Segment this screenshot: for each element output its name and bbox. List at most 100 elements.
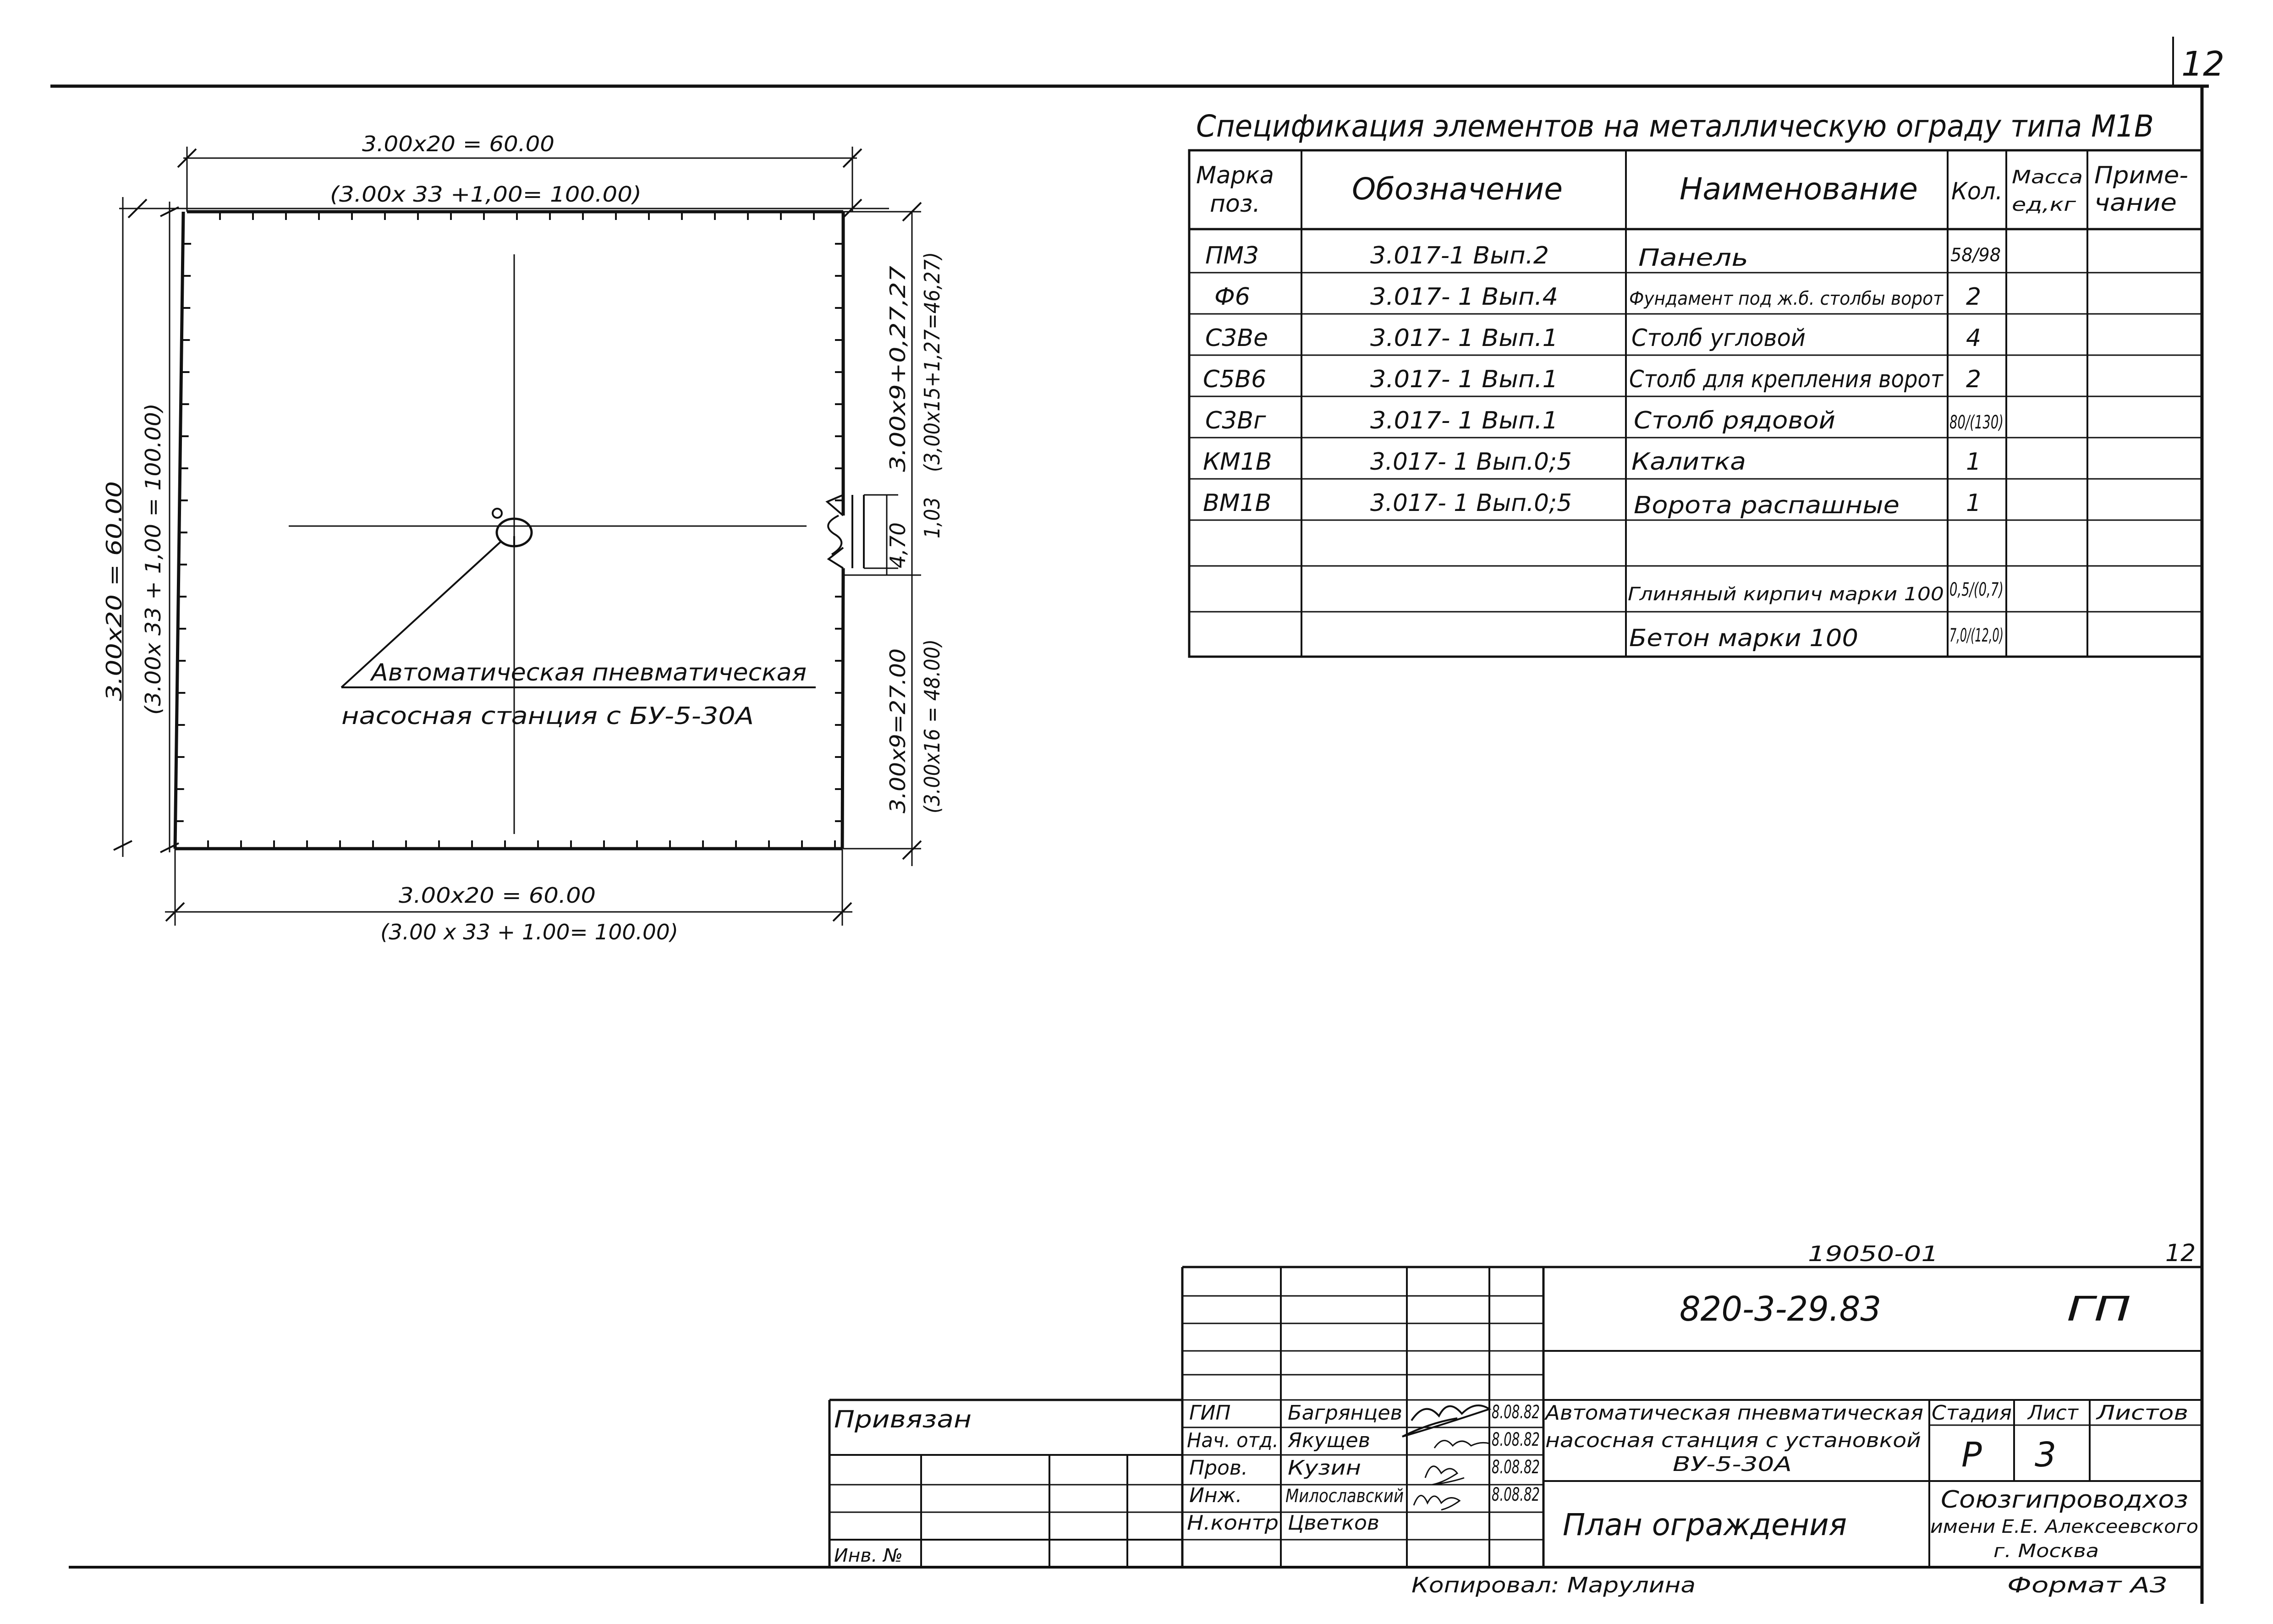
spec-title: Спецификация элементов на металлическую …: [1196, 109, 2154, 144]
hdr-mass-2: ед,кг: [2012, 194, 2076, 215]
spec-row-designation: 3.017- 1 Вып.4: [1370, 283, 1558, 311]
spec-row-qty: 2: [1966, 366, 1981, 393]
sheet-frame: 12: [50, 37, 2224, 1604]
signature-row: ГИП Багрянцев 8.08.82: [1189, 1401, 1540, 1425]
spec-row-name: Калитка: [1631, 448, 1746, 476]
spec-row-qty: 7,0/(12,0): [1949, 625, 2004, 646]
archive-number: 19050-01: [1808, 1241, 1938, 1266]
spec-row-name: Панель: [1638, 244, 1748, 272]
signature-row: Нач. отд. Якущев 8.08.82: [1187, 1429, 1540, 1452]
object-name-line1: Автоматическая пневматическая: [1544, 1401, 1923, 1425]
drawing-code: 820-3-29.83: [1680, 1289, 1881, 1329]
role: Пров.: [1189, 1456, 1248, 1480]
spec-row-designation: 3.017- 1 Вып.0;5: [1370, 489, 1572, 517]
sheet-value: 3: [2035, 1435, 2056, 1475]
paper-format: Формат А3: [2007, 1573, 2168, 1597]
signature-row: Н.контр Цветков: [1187, 1511, 1379, 1535]
hdr-designation: Обозначение: [1352, 171, 1563, 207]
spec-row-name: Столб рядовой: [1634, 407, 1835, 434]
fence-outline: [173, 210, 845, 850]
organization-line1: Союзгипроводхоз: [1941, 1486, 2188, 1514]
spec-row: Глиняный кирпич марки 100 0,5/(0,7): [1628, 579, 2004, 605]
role: Нач. отд.: [1187, 1429, 1279, 1452]
spec-row-designation: 3.017- 1 Вып.0;5: [1370, 448, 1572, 476]
spec-row: КМ1В 3.017- 1 Вып.0;5 Калитка 1: [1203, 448, 1981, 476]
spec-row-qty: 1: [1966, 489, 1981, 517]
specification: Спецификация элементов на металлическую …: [1188, 109, 2203, 658]
bottom-dimension: [165, 849, 852, 926]
dim-right-top-full: (3,00x15+1,27=46,27): [920, 252, 944, 472]
dim-gate-offset: 1,03: [920, 497, 944, 538]
role: Н.контр: [1187, 1511, 1279, 1535]
person-name: Цветков: [1288, 1511, 1379, 1535]
hdr-mark-2: поз.: [1210, 190, 1260, 218]
spec-row-mark: С3Вг: [1205, 407, 1266, 434]
privyazan-label: Привязан: [834, 1406, 972, 1433]
dim-left-full: (3.00x 33 + 1,00 = 100.00): [141, 403, 165, 715]
dim-right-top-main: 3.00x9+0,27,27: [885, 266, 910, 472]
spec-row-mark: Ф6: [1214, 283, 1250, 311]
drawing-name: План ограждения: [1563, 1507, 1847, 1542]
spec-row-name: Бетон марки 100: [1629, 625, 1858, 652]
spec-row-mark: С5В6: [1203, 366, 1266, 393]
hdr-mark-1: Марка: [1196, 162, 1274, 189]
stage-value: Р: [1961, 1435, 1982, 1475]
spec-row: Бетон марки 100 7,0/(12,0): [1629, 625, 2004, 652]
dim-bottom-main: 3.00x20 = 60.00: [399, 883, 596, 908]
hdr-qty: Кол.: [1951, 178, 2003, 205]
hdr-name: Наименование: [1680, 171, 1918, 207]
hdr-note-1: Приме-: [2094, 162, 2188, 189]
fence-post-ticks: [175, 212, 843, 849]
site-plan: Автоматическая пневматическая насосная с…: [102, 132, 944, 944]
sign-date: 8.08.82: [1492, 1429, 1540, 1450]
dim-top-main: 3.00x20 = 60.00: [362, 132, 555, 156]
right-dimension: [843, 202, 922, 866]
inventory-label: Инв. №: [834, 1545, 903, 1566]
organization-line2: имени Е.Е. Алексеевского: [1930, 1516, 2198, 1537]
person-name: Якущев: [1287, 1429, 1370, 1452]
person-name: Багрянцев: [1288, 1401, 1402, 1425]
spec-row-qty: 4: [1966, 324, 1981, 352]
dim-top-full: (3.00x 33 +1,00= 100.00): [330, 182, 642, 207]
object-name-line3: ВУ-5-30А: [1673, 1453, 1792, 1476]
spec-row-qty: 0,5/(0,7): [1949, 579, 2004, 600]
object-name-line2: насосная станция с установкой: [1545, 1429, 1921, 1452]
spec-row-qty: 2: [1966, 283, 1981, 311]
spec-row-qty: 80/(130): [1949, 412, 2004, 433]
spec-grid: [1188, 149, 2203, 658]
station-axes: [289, 254, 807, 834]
sheets-label: Листов: [2096, 1401, 2188, 1425]
spec-row-mark: С3Ве: [1205, 324, 1268, 352]
signature-row: Пров. Кузин 8.08.82: [1189, 1456, 1540, 1480]
spec-row-name: Столб угловой: [1631, 324, 1806, 352]
spec-row-mark: ВМ1В: [1203, 489, 1271, 517]
dim-gate-width: 4,70: [885, 522, 910, 568]
sign-date: 8.08.82: [1492, 1402, 1540, 1423]
spec-row: С3Вг 3.017- 1 Вып.1 Столб рядовой 80/(13…: [1205, 407, 2004, 434]
spec-row-mark: КМ1В: [1203, 448, 1272, 476]
dim-right-bottom-full: (3.00x16 = 48.00): [920, 639, 944, 813]
spec-row-designation: 3.017- 1 Вып.1: [1370, 407, 1558, 434]
spec-row: Ф6 3.017- 1 Вып.4 Фундамент под ж.б. сто…: [1214, 283, 1981, 311]
spec-row-name: Столб для крепления ворот: [1629, 366, 1944, 393]
sign-date: 8.08.82: [1492, 1484, 1540, 1505]
copied-by: Копировал: Марулина: [1411, 1573, 1696, 1597]
spec-row: С5В6 3.017- 1 Вып.1 Столб для крепления …: [1203, 366, 1981, 393]
spec-row-designation: 3.017- 1 Вып.1: [1370, 366, 1558, 393]
station-label-line2: насосная станция с БУ-5-30А: [341, 702, 754, 730]
stage-label: Стадия: [1932, 1401, 2012, 1425]
dim-left-main: 3.00x20 = 60.00: [102, 481, 126, 701]
dim-right-bottom-main: 3.00x9=27.00: [885, 648, 910, 813]
drawing-mark: ГП: [2067, 1289, 2131, 1329]
role: ГИП: [1189, 1401, 1231, 1425]
gate-symbol: [825, 494, 865, 569]
station-leader: [340, 540, 816, 688]
top-dimension: [119, 147, 889, 219]
spec-row: ВМ1В 3.017- 1 Вып.0;5 Ворота распашные 1: [1203, 489, 1981, 519]
signature-row: Инж. Милославский 8.08.82: [1189, 1484, 1540, 1507]
spec-row-name: Глиняный кирпич марки 100: [1628, 584, 1944, 605]
dim-bottom-full: (3.00 x 33 + 1.00= 100.00): [380, 920, 678, 944]
hdr-mass-1: Масса: [2012, 167, 2083, 188]
sign-date: 8.08.82: [1492, 1457, 1540, 1478]
